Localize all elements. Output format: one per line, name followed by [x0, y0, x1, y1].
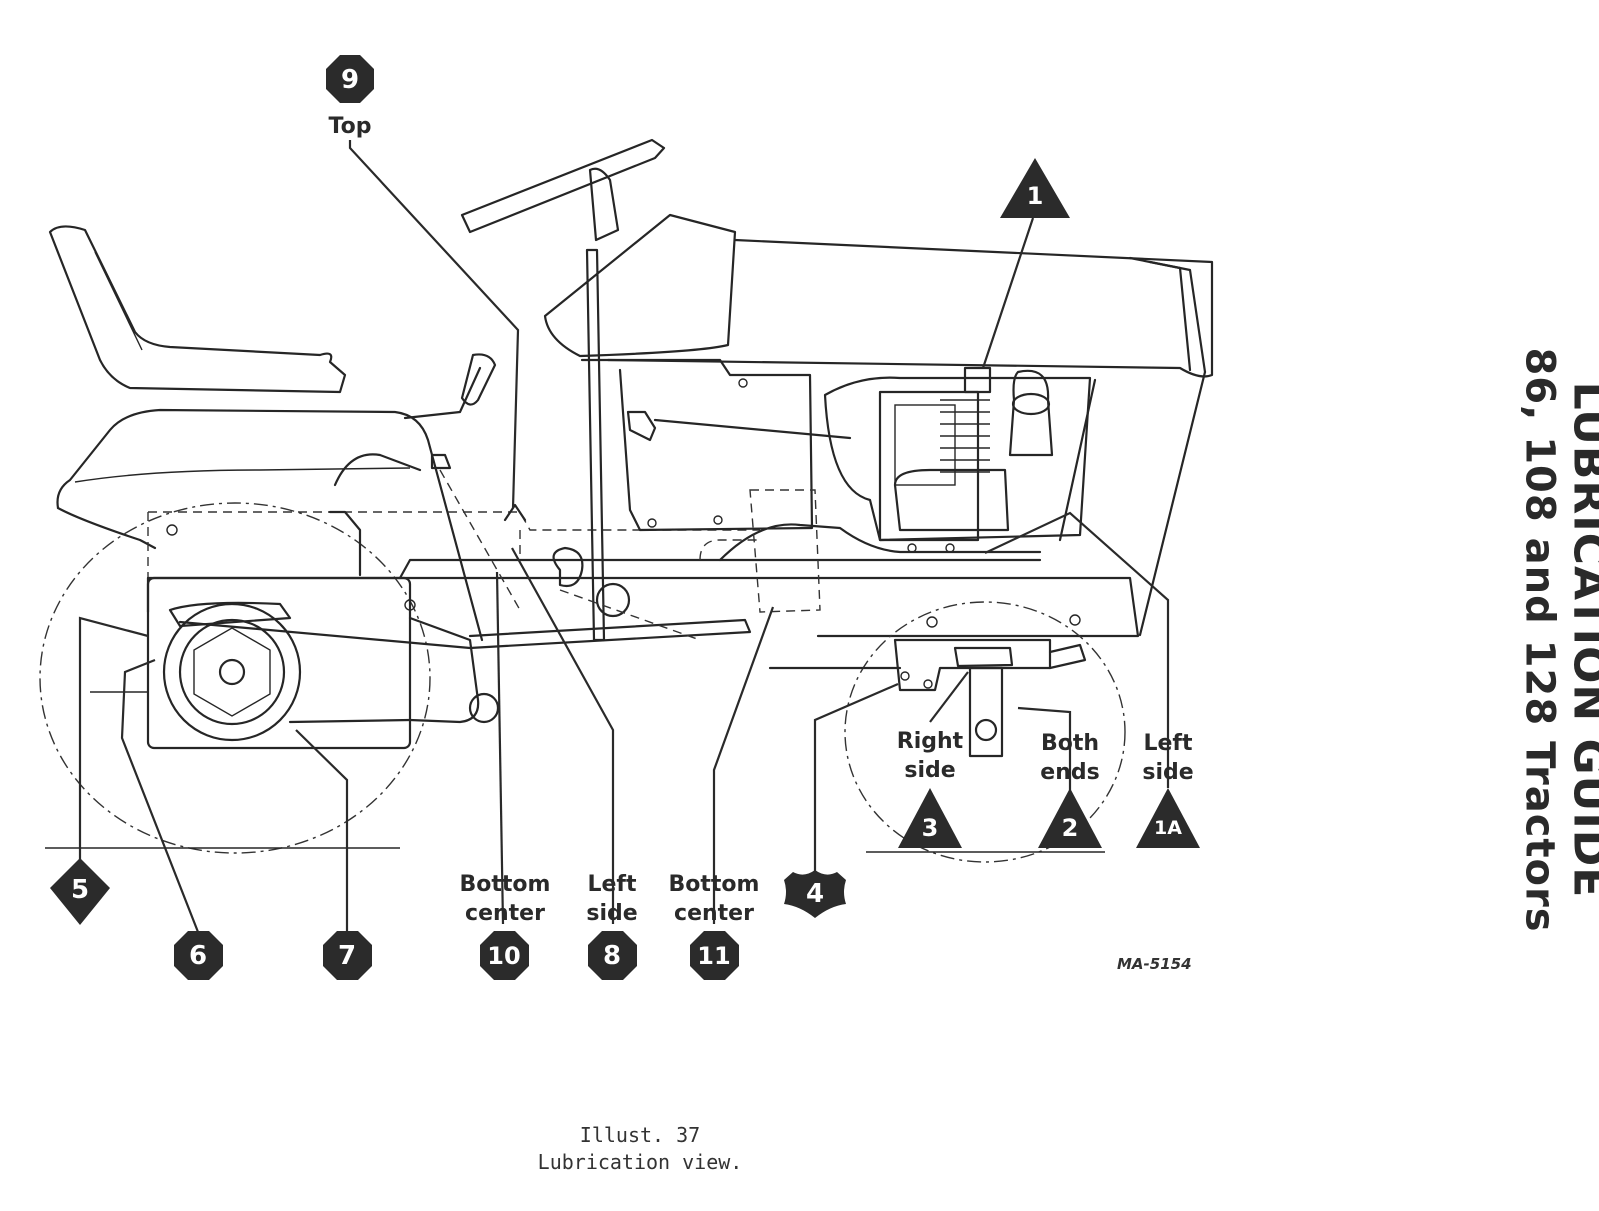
rear-wheel	[39, 502, 431, 854]
title-text: LUBRICATION GUIDE	[1563, 381, 1599, 899]
seat	[48, 225, 347, 394]
rear-fender	[56, 353, 497, 642]
point-7-number: 7	[338, 941, 356, 971]
leader-lines	[78, 140, 1170, 933]
steering	[460, 138, 666, 642]
point-3-label-line1: Right	[897, 729, 964, 754]
lube-point-1: 1	[1000, 158, 1070, 218]
octagon-badge-shape	[326, 55, 374, 103]
point-10-number: 10	[487, 942, 520, 970]
caption-line-2: Lubrication view.	[537, 1150, 743, 1174]
octagon-badge-shape	[174, 931, 223, 980]
point-2-label-line2: ends	[1040, 760, 1099, 785]
point-1-number: 1	[1027, 182, 1044, 210]
leader-2	[1017, 706, 1072, 790]
lube-point-5: 5	[50, 858, 110, 925]
leader-8	[511, 547, 615, 924]
point-9-label-line1: Top	[329, 114, 372, 139]
octagon-badge-shape	[588, 931, 637, 980]
lube-point-8: Left side 8	[586, 872, 638, 980]
point-10-label-line1: Bottom	[460, 872, 551, 897]
linkage-rod	[626, 410, 852, 442]
leader-5	[78, 616, 149, 862]
lube-point-6: 6	[174, 931, 223, 980]
caption-line-1: Illust. 37	[579, 1123, 701, 1147]
point-1a-label-line2: side	[1142, 760, 1193, 785]
page-title: LUBRICATION GUIDE 86, 108 and 128 Tracto…	[1517, 347, 1599, 932]
point-1a-number: 1A	[1154, 817, 1182, 839]
lube-point-3: Right side 3	[897, 729, 964, 848]
lube-point-7: 7	[323, 931, 372, 980]
leader-7	[295, 729, 349, 932]
point-8-label-line1: Left	[587, 872, 637, 897]
leader-11	[712, 606, 775, 924]
point-3-number: 3	[922, 814, 939, 842]
octagon-badge-shape	[690, 931, 739, 980]
leader-1	[981, 217, 1035, 369]
triangle-badge-shape	[1136, 788, 1200, 848]
shield-badge-shape	[784, 870, 846, 918]
point-2-number: 2	[1062, 814, 1079, 842]
point-8-number: 8	[603, 941, 621, 971]
lube-point-2: Both ends 2	[1038, 731, 1102, 848]
point-4-number: 4	[806, 879, 824, 909]
engine	[823, 366, 1092, 553]
point-9-number: 9	[341, 65, 359, 95]
lube-point-4: 4	[784, 870, 846, 918]
diamond-badge-shape	[50, 858, 110, 925]
lube-point-11: Bottom center 11	[669, 872, 760, 980]
point-10-label-line2: center	[465, 901, 545, 926]
dash	[543, 213, 814, 532]
subtitle-text: 86, 108 and 128 Tractors	[1516, 347, 1563, 933]
leader-3	[929, 671, 969, 723]
triangle-badge-shape	[898, 788, 962, 848]
lube-point-1a: Left side 1A	[1136, 731, 1200, 848]
triangle-badge-shape	[1038, 788, 1102, 848]
octagon-badge-shape	[480, 931, 529, 980]
drawing-number: MA-5154	[1117, 955, 1192, 973]
triangle-badge-shape	[1000, 158, 1070, 218]
point-11-number: 11	[697, 942, 730, 970]
clutch-linkage	[328, 453, 821, 641]
point-11-label-line1: Bottom	[669, 872, 760, 897]
front-axle	[768, 601, 1126, 863]
point-11-label-line2: center	[674, 901, 754, 926]
point-8-label-line2: side	[586, 901, 637, 926]
leader-4	[813, 682, 899, 872]
front-wheel	[844, 601, 1126, 863]
tractor-drawing	[39, 138, 1214, 863]
leader-9	[348, 140, 520, 509]
lube-point-10: Bottom center 10	[460, 872, 551, 980]
figure-caption: Illust. 37 Lubrication view.	[538, 1122, 743, 1176]
octagon-badge-shape	[323, 931, 372, 980]
hood	[606, 238, 1214, 637]
point-2-label-line1: Both	[1041, 731, 1099, 756]
point-6-number: 6	[189, 941, 207, 971]
lube-point-9: 9 Top	[326, 55, 374, 139]
leader-1a	[984, 511, 1170, 788]
leader-6	[120, 658, 200, 933]
transaxle	[90, 576, 500, 750]
drive-belt	[178, 618, 752, 650]
point-1a-label-line1: Left	[1143, 731, 1193, 756]
leader-10	[495, 571, 505, 925]
point-5-number: 5	[71, 875, 89, 905]
point-3-label-line2: side	[904, 758, 955, 783]
